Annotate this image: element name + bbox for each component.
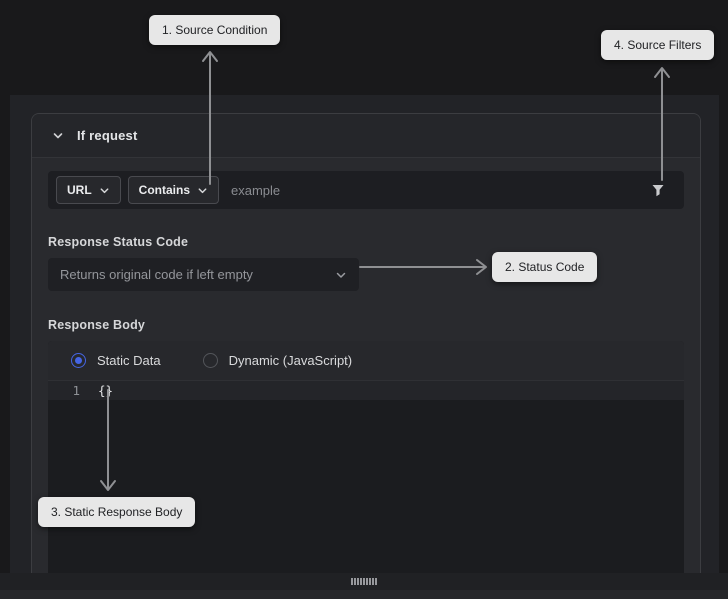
- dynamic-js-radio[interactable]: Dynamic (JavaScript): [202, 353, 353, 368]
- chevron-down-icon: [336, 272, 346, 278]
- source-operator-dropdown[interactable]: Contains: [127, 176, 220, 204]
- chevron-down-icon: [100, 187, 109, 193]
- code-line-active[interactable]: 1 {}: [48, 381, 684, 400]
- annotation-static-response-body: 3. Static Response Body: [38, 497, 196, 527]
- status-code-dropdown[interactable]: Returns original code if left empty: [48, 258, 359, 291]
- footer-strip: [0, 590, 728, 599]
- source-key-label: URL: [67, 183, 92, 197]
- line-number: 1: [72, 383, 80, 398]
- status-code-placeholder: Returns original code if left empty: [60, 267, 253, 282]
- source-filters-button[interactable]: [651, 184, 665, 197]
- annotation-source-condition: 1. Source Condition: [149, 15, 281, 45]
- source-condition-row: URL Contains example: [48, 171, 684, 209]
- response-body-editor: Static Data Dynamic (JavaScript) 1 {}: [48, 341, 684, 573]
- static-data-label: Static Data: [97, 353, 161, 368]
- card-title: If request: [77, 128, 138, 143]
- collapse-chevron-icon[interactable]: [52, 130, 64, 142]
- source-operator-label: Contains: [138, 183, 191, 197]
- bottom-resize-bar: [0, 573, 728, 590]
- chevron-down-icon: [198, 187, 207, 193]
- static-data-radio[interactable]: Static Data: [71, 353, 161, 368]
- drag-handle-icon[interactable]: [351, 578, 377, 585]
- body-mode-row: Static Data Dynamic (JavaScript): [48, 341, 684, 381]
- response-status-code-label: Response Status Code: [48, 235, 189, 249]
- dynamic-js-label: Dynamic (JavaScript): [228, 353, 353, 368]
- card-content: URL Contains example Response Status Cod…: [32, 158, 700, 573]
- radio-unselected-icon[interactable]: [202, 353, 218, 368]
- rule-editor-panel: If request URL Contains example: [10, 95, 719, 573]
- if-request-card: If request URL Contains example: [31, 113, 701, 573]
- source-value-input[interactable]: example: [231, 182, 281, 198]
- annotation-status-code: 2. Status Code: [492, 252, 598, 282]
- filter-funnel-icon: [652, 184, 664, 196]
- if-request-header[interactable]: If request: [32, 114, 700, 158]
- response-body-label: Response Body: [48, 318, 146, 332]
- code-editor[interactable]: 1 {}: [48, 381, 684, 400]
- code-content[interactable]: {}: [98, 383, 114, 398]
- source-key-dropdown[interactable]: URL: [56, 176, 121, 204]
- radio-selected-icon[interactable]: [71, 353, 86, 368]
- annotation-source-filters: 4. Source Filters: [601, 30, 715, 60]
